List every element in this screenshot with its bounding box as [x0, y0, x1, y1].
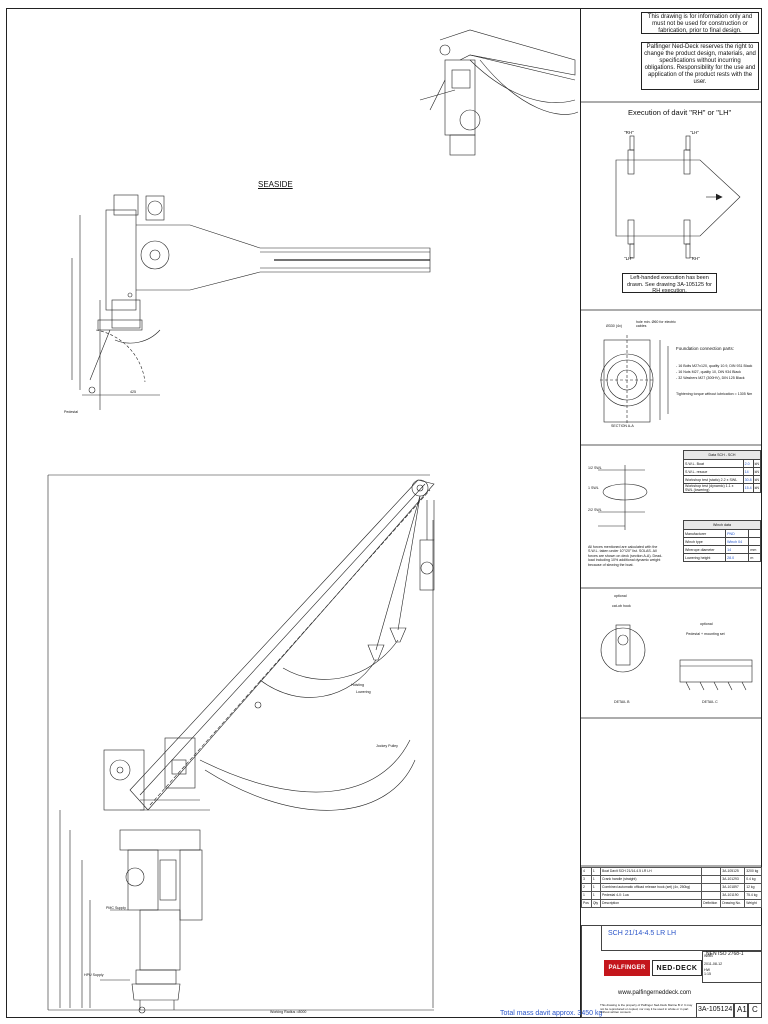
table-row: Workshop test (dynamic) 1.1 x SWL (lower…	[683, 483, 762, 493]
detail-sketches	[600, 624, 753, 691]
load-label-full: 1 SWL	[588, 486, 599, 490]
winch-table-title: Winch data	[683, 520, 761, 530]
optional-a-sub: cat-ob hook	[612, 604, 631, 608]
foundation-item-3: - 32 Washers M27 (300HV), DIN 125 Black	[676, 376, 745, 380]
neddeck-logo: NED-DECK	[652, 960, 702, 976]
foundation-dim-top: Ø330 (4x)	[606, 324, 622, 328]
right-panel-divider	[580, 8, 581, 1018]
detail-b-label: DETAIL B	[614, 700, 630, 704]
side-elevation-davit	[47, 474, 435, 1014]
execution-title: Execution of davit "RH" or "LH"	[628, 108, 732, 117]
product-cell	[601, 925, 762, 951]
foundation-item-1: - 16 Bolts M27x120, quality 10.9, DIN 93…	[676, 364, 753, 368]
detail-c-label: DETAIL C	[702, 700, 718, 704]
foundation-title: Foundation connection parts:	[676, 346, 735, 351]
load-label-2: 2/2 SWL	[588, 508, 602, 512]
product-name: SCH 21/14-4.5 LR LH	[608, 930, 677, 937]
load-note: All forces mentioned are calculated with…	[588, 545, 663, 567]
meta-cell	[702, 951, 762, 983]
hoisting-label: Hoisting	[351, 683, 364, 687]
revision-cell	[748, 1003, 762, 1018]
seaside-label: SEASIDE	[258, 180, 293, 189]
copyright-note: This drawing is the property of Palfinge…	[600, 1003, 693, 1015]
total-mass-label: Total mass davit approx. 3450 kg	[500, 1010, 603, 1017]
disclaimer-text: This drawing is for information only and…	[647, 14, 753, 34]
lh-top-label: "LH"	[690, 130, 699, 135]
pmc-supply-label: PMC Supply	[106, 906, 126, 910]
foundation-section: SECTION A-A	[611, 424, 634, 428]
working-radius-label: Working Radius =8000	[270, 1010, 307, 1014]
pedestal-label: Pedestal	[64, 410, 78, 414]
rh-top-label: "RH"	[624, 130, 634, 135]
scale-label: 1:15	[704, 972, 711, 976]
foundation-elec-note: hole min. Ø60 for electric cables	[636, 320, 676, 329]
title-block	[581, 925, 762, 1018]
sheet-size: A1	[737, 1005, 747, 1014]
lowering-label: Lowering	[356, 690, 371, 694]
drawing-number: 3A-105124	[698, 1006, 733, 1013]
drawing-sheet-border	[6, 8, 762, 1018]
palfinger-logo: PALFINGER	[604, 960, 650, 976]
drawn-label: WMB	[704, 954, 713, 958]
jockey-pulley-label: Jockey Pulley	[376, 744, 398, 748]
execution-sketch	[615, 135, 741, 259]
revision-letter: C	[752, 1005, 758, 1014]
optional-b-label: optional	[700, 622, 713, 626]
plan-view-davit	[71, 194, 431, 410]
foundation-torque: Tightening torque without lubrication = …	[676, 392, 753, 396]
website-link[interactable]: www.palfingerneddeck.com	[618, 990, 692, 996]
lh-bottom-label: "LH"	[624, 256, 633, 261]
optional-b-sub: Pedestal + mounting set	[686, 632, 725, 636]
standard-label: NEN ISO 2768-1	[706, 951, 744, 957]
disclaimer-construction: This drawing is for information only and…	[641, 12, 759, 34]
davit-table-title: Data SCH - SCH	[683, 450, 761, 460]
forces-sketch	[598, 465, 648, 530]
hpu-supply-label: HPU Supply	[84, 973, 104, 977]
drawing-no-cell	[696, 1003, 734, 1018]
disclaimer-rights: Palfinger Ned-Deck reserves the right to…	[641, 42, 759, 90]
execution-note-text: Left-handed execution has been drawn. Se…	[627, 275, 712, 294]
execution-note: Left-handed execution has been drawn. Se…	[622, 273, 717, 294]
rights-text: Palfinger Ned-Deck reserves the right to…	[644, 44, 756, 85]
rh-bottom-label: "RH"	[690, 256, 700, 261]
foundation-item-2: - 16 Nuts M27, quality 10, DIN 934 Black	[676, 370, 741, 374]
date-label: 2011-08-12	[704, 962, 723, 966]
check-label: HW	[704, 968, 710, 972]
optional-a-label: optional	[614, 594, 627, 598]
foundation-sketch	[600, 335, 669, 425]
dim-425-label: 425	[130, 390, 136, 394]
size-cell	[734, 1003, 748, 1018]
isometric-view	[419, 29, 579, 156]
load-label-half: 1/2 SWL	[588, 466, 602, 470]
